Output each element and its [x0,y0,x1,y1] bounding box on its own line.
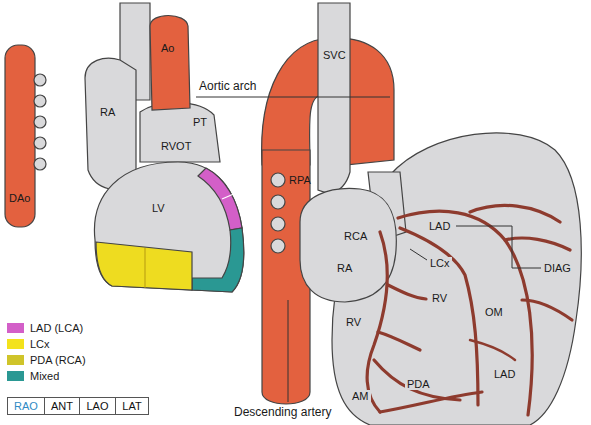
lad-segment [198,168,242,230]
anatomy-label: AM [350,390,371,402]
legend-row: Mixed [7,368,86,384]
coronary-arteries [388,285,426,299]
left-heart-view [5,3,244,292]
anatomy-label: Ao [159,42,176,54]
rpa-circles [271,239,285,253]
anatomy-label: PDA [405,378,432,390]
legend-text: PDA (RCA) [30,354,86,366]
legend-text: LAD (LCA) [30,322,83,334]
left-ventricle [94,162,243,292]
superior-vena-cava [318,3,350,194]
legend-swatch [7,323,24,333]
legend-swatch [7,371,24,381]
view-label: RAO [14,400,38,412]
view-button: LAO [79,397,116,415]
anatomy-label: Aortic arch [197,80,258,93]
view-selector: RAO ANT LAO LAT [7,397,148,415]
right-atrium [300,188,396,302]
mixed-segment [192,228,244,292]
rpa-circles [271,217,285,231]
anatomy-label: LAD [492,368,517,380]
anatomy-label: RA [335,262,354,274]
legend-swatch [7,355,24,365]
yellow-segment [96,242,192,290]
outflow-tract [140,103,220,162]
segment-divider [222,193,236,199]
legend-row: LCx [7,336,86,352]
view-button: RAO [7,397,45,415]
view-button: ANT [44,397,80,415]
coronary-arteries [378,332,420,350]
ascending-aorta [150,16,190,111]
anatomy-label: PT [191,116,209,128]
coronary-arteries [400,228,478,405]
leader-lines [196,97,390,98]
anatomy-label: RPA [287,174,313,186]
view-label: LAT [122,400,141,412]
anatomy-label: RVOT [159,140,193,152]
leader-lines [288,300,289,402]
vessel-circles [34,137,46,149]
rpa-circles [271,173,285,253]
anatomy-label: SVC [321,49,348,61]
vessel-circles [34,95,46,107]
coronary-arteries [367,205,572,415]
leader-lines [410,249,427,260]
vessel-circles [34,74,46,170]
anatomy-label: DAo [7,192,32,204]
coronary-arteries [374,360,460,400]
coronary-arteries [522,300,572,320]
rpa-circles [271,173,285,187]
legend-row: LAD (LCA) [7,320,86,336]
right-atrium [85,58,136,189]
rpa-circles [271,195,285,209]
anatomy-label: DIAG [542,262,573,274]
anatomy-label: LV [150,202,167,214]
vessel-circles [34,74,46,86]
view-button: LAT [115,397,149,415]
anatomy-label: RV [344,316,363,328]
view-label: ANT [51,400,73,412]
anatomy-label: LCx [428,257,452,269]
coronary-arteries [505,238,570,250]
coronary-arteries [470,205,560,222]
legend-text: LCx [30,338,50,350]
descending-aorta [5,45,35,227]
anatomy-label: OM [483,306,505,318]
legend-text: Mixed [30,370,59,382]
leader-lines [196,97,541,402]
anatomy-label: RCA [342,230,369,242]
leader-lines [456,226,541,268]
right-heart-view [262,3,582,425]
coronary-arteries [380,392,482,412]
legend-swatch [7,339,24,349]
anatomy-label: Descending artery [232,406,333,419]
anatomy-label: LAD [427,220,452,232]
anatomy-label: RV [430,292,449,304]
segment-divider [145,248,146,288]
coronary-arteries [367,232,387,412]
vessel-circles [34,158,46,170]
vessel-circles [34,116,46,128]
coronary-arteries [470,340,515,360]
legend: LAD (LCA) LCxPDA (RCA) Mixed [7,320,86,384]
legend-row: PDA (RCA) [7,352,86,368]
view-label: LAO [86,400,108,412]
anatomy-label: RA [98,106,117,118]
